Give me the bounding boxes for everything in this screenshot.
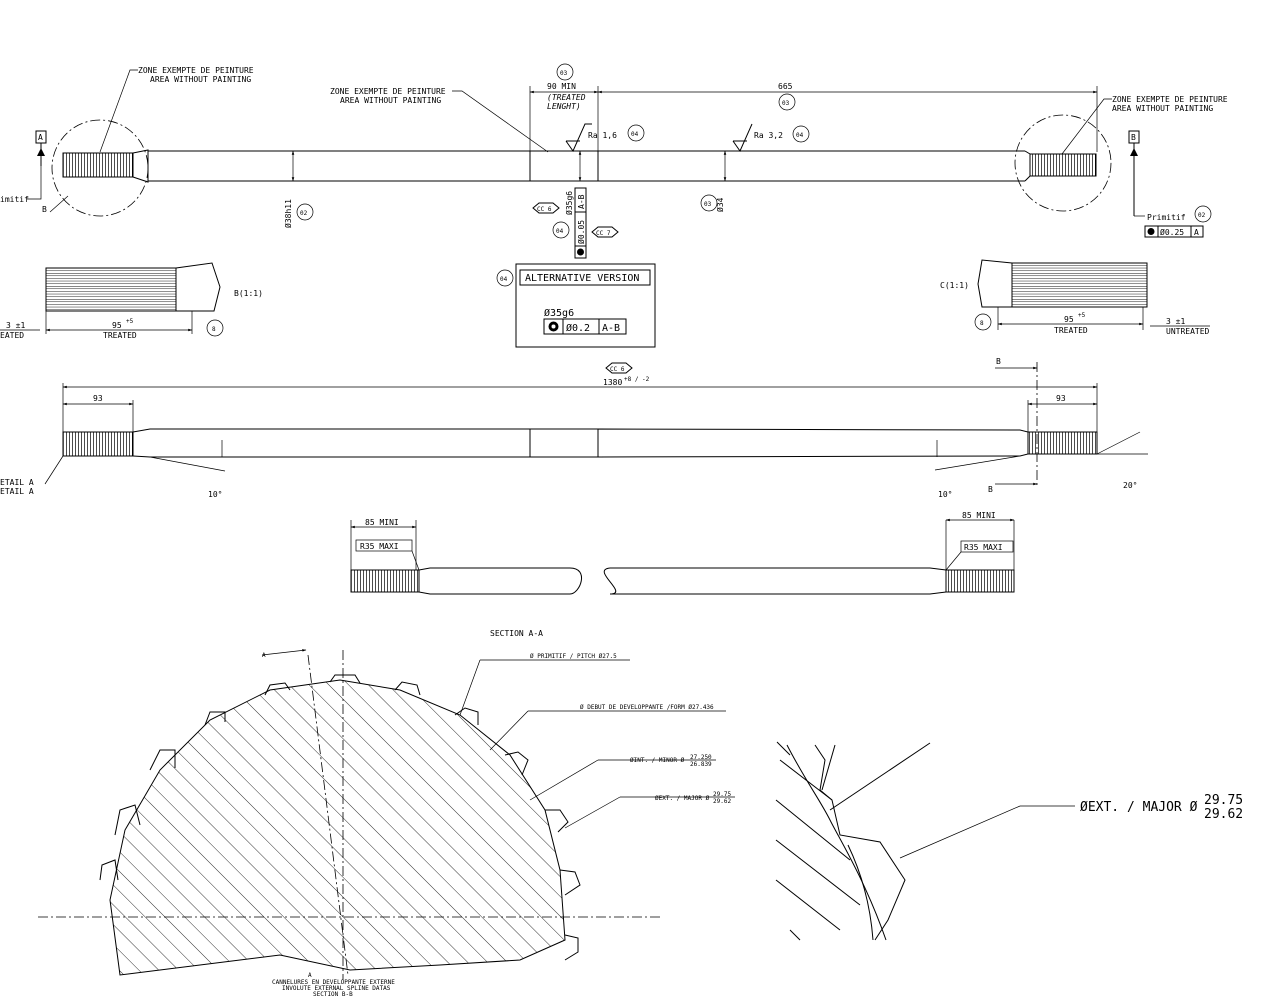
dim-95-c: 95 <box>1064 315 1074 324</box>
treated-c: TREATED <box>1054 326 1088 335</box>
section-bb-label: SECTION B-B <box>313 991 353 998</box>
spline-minor: ØINT. / MINOR Ø <box>630 757 685 764</box>
dim-93-left: 93 <box>93 394 103 403</box>
note-02-right: 02 <box>1198 212 1206 219</box>
note-04-mid: 04 <box>556 228 564 235</box>
mini-85-left: 85 MINI <box>365 518 399 527</box>
right-spline <box>1029 153 1097 177</box>
treated-length-b: LENGHT) <box>547 102 581 111</box>
note-02-left: 02 <box>300 210 308 217</box>
zone-note-right-en: AREA WITHOUT PAINTING <box>1112 104 1213 113</box>
section-arrow-a-top: A <box>262 652 266 659</box>
detail-b-label: B(1:1) <box>234 289 263 298</box>
note-04-ra16: 04 <box>631 131 639 138</box>
angle-10-left: 10° <box>208 490 222 499</box>
zone-note-left-en: AREA WITHOUT PAINTING <box>150 75 251 84</box>
major-lo-big: 29.62 <box>1204 807 1243 822</box>
primitif-left-text: imitif <box>0 195 29 204</box>
detail-c-label: C(1:1) <box>940 281 969 290</box>
dia-34: Ø34 <box>715 197 725 212</box>
primitif-right-text: Primitif <box>1147 213 1186 222</box>
tol-025: Ø0.25 <box>1160 227 1184 237</box>
dim-3-c: 3 ±1 <box>1166 317 1185 326</box>
major-label-big: ØEXT. / MAJOR Ø <box>1080 800 1198 815</box>
zone-note-left-fr: ZONE EXEMPTE DE PEINTURE <box>138 66 254 75</box>
dim-1380: 1380 <box>603 378 622 387</box>
roughness-ra32: Ra 3,2 <box>754 131 783 140</box>
untreated-c: UNTREATED <box>1166 327 1210 336</box>
detail-a-ref-1: ETAIL A <box>0 478 34 487</box>
note-04-alt: 04 <box>500 276 508 283</box>
tol-1380: +8 / -2 <box>624 376 650 383</box>
alt-ref: A-B <box>602 323 620 334</box>
alternative-version-box: ALTERNATIVE VERSION 04 Ø35g6 Ø0.2 A-B <box>496 263 656 348</box>
angle-10-right: 10° <box>938 490 952 499</box>
section-b-top: B <box>996 357 1001 366</box>
tol-95-b: +5 <box>126 318 134 325</box>
detail-c: C(1:1) 95 +5 TREATED 3 ±1 UNTREATED 8 <box>940 259 1210 336</box>
spline-major-hi: 29.75 <box>713 791 731 798</box>
dim-665: 665 <box>778 82 793 91</box>
detail-enlarged: ØEXT. / MAJOR Ø 29.75 29.62 <box>775 741 1243 941</box>
cc6-badge-mid: CC 6 <box>610 366 625 373</box>
zone-note-mid-fr: ZONE EXEMPTE DE PEINTURE <box>330 87 446 96</box>
detail-circle-c <box>1014 114 1112 212</box>
section-a-a: SECTION A-A A A Ø PRIMITIF / PITCH Ø27.5 <box>38 629 735 998</box>
major-hi-big: 29.75 <box>1204 793 1243 808</box>
spline-form: Ø DEBUT DE DEVELOPPANTE /FORM Ø27.436 <box>580 704 714 711</box>
left-spline <box>62 152 134 178</box>
tol-025-ref: A <box>1194 228 1199 237</box>
cc6-badge-top: CC 6 <box>537 206 552 213</box>
zone-note-mid-en: AREA WITHOUT PAINTING <box>340 96 441 105</box>
treated-length-a: (TREATED <box>547 93 586 102</box>
alt-dia: Ø35g6 <box>544 307 574 319</box>
section-aa-title: SECTION A-A <box>490 629 543 638</box>
note-03-d34: 03 <box>704 201 712 208</box>
tol-95-c: +5 <box>1078 312 1086 319</box>
dia-35g6: Ø35g6 <box>564 191 574 215</box>
detail-b: B(1:1) 95 +5 TREATED 3 ±1 EATED 8 <box>0 262 263 340</box>
spline-minor-lo: 26.839 <box>690 761 712 768</box>
tol-005-ref: A-B <box>577 194 586 209</box>
main-shaft-view: A imitif B B Primitif 02 Ø0.25 A ZONE EX… <box>0 63 1228 259</box>
roughness-ra16: Ra 1,6 <box>588 131 617 140</box>
note-04-ra32: 04 <box>796 132 804 139</box>
mini-85-right: 85 MINI <box>962 511 996 520</box>
detail-a-ref-2: ETAIL A <box>0 487 34 496</box>
alt-title: ALTERNATIVE VERSION <box>525 273 639 284</box>
b-left-label: B <box>42 205 47 214</box>
datum-b-label: B <box>1131 133 1136 142</box>
note-03-top: 03 <box>560 70 568 77</box>
eated-b: EATED <box>0 331 24 340</box>
angle-20: 20° <box>1123 481 1137 490</box>
spline-pitch: Ø PRIMITIF / PITCH Ø27.5 <box>530 653 617 660</box>
note-8-c: 8 <box>980 320 984 327</box>
spline-canne-en: INVOLUTE EXTERNAL SPLINE DATAS <box>282 985 391 992</box>
dim-90-min: 90 MIN <box>547 82 576 91</box>
spline-major: ØEXT. / MAJOR Ø <box>655 795 710 802</box>
cc7-badge: CC 7 <box>596 230 611 237</box>
spline-minor-hi: 27.250 <box>690 754 712 761</box>
tol-005: Ø0.05 <box>576 220 586 244</box>
r35-left: R35 MAXI <box>360 542 399 551</box>
datum-a-label: A <box>38 133 43 142</box>
alt-tol: Ø0.2 <box>566 322 590 334</box>
section-b-bottom: B <box>988 485 993 494</box>
hatched-section <box>109 679 566 976</box>
spline-major-lo: 29.62 <box>713 798 731 805</box>
dim-93-right: 93 <box>1056 394 1066 403</box>
dim-95-b: 95 <box>112 321 122 330</box>
section-arrow-a-bottom: A <box>308 972 312 979</box>
treated-b: TREATED <box>103 331 137 340</box>
spline-canne-fr: CANNELURES EN DEVELOPPANTE EXTERNE <box>272 979 395 986</box>
note-8-b: 8 <box>212 326 216 333</box>
dim-3-b: 3 ±1 <box>6 321 25 330</box>
overall-view: CC 6 1380 +8 / -2 93 93 B B 10° 10° 20° <box>0 357 1148 499</box>
dia-38: Ø38h11 <box>283 199 293 228</box>
zone-note-right-fr: ZONE EXEMPTE DE PEINTURE <box>1112 95 1228 104</box>
short-shaft-view: 85 MINI R35 MAXI 85 MINI R35 MAXI <box>350 511 1015 595</box>
r35-right: R35 MAXI <box>964 543 1003 552</box>
note-03-665: 03 <box>782 100 790 107</box>
